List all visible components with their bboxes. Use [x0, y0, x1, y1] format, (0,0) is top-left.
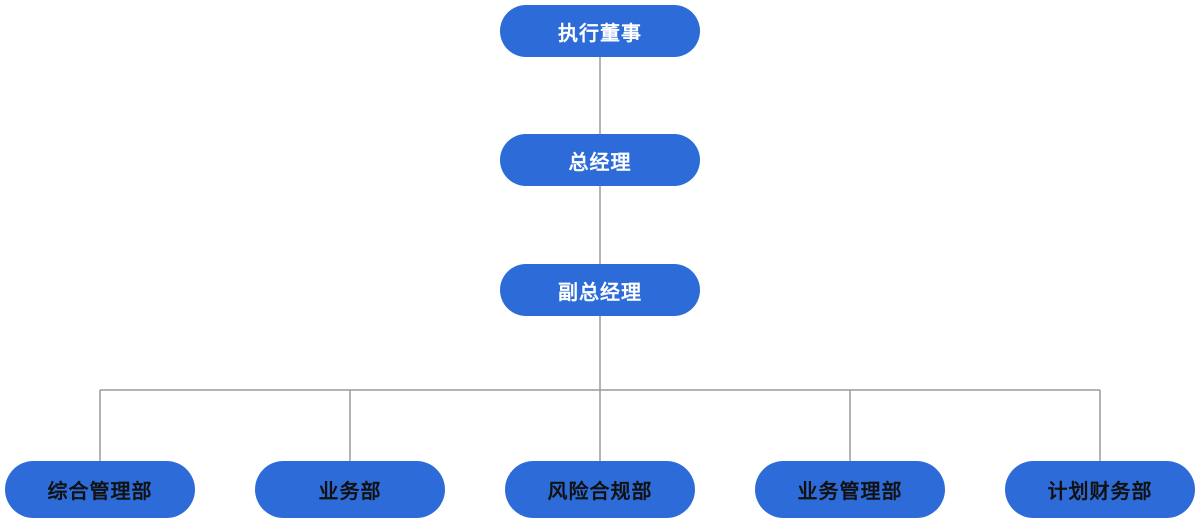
org-node-planning-finance-dept[interactable]: 计划财务部	[1005, 461, 1195, 518]
org-node-label: 风险合规部	[547, 481, 653, 503]
org-node-general-admin-dept[interactable]: 综合管理部	[5, 461, 195, 518]
org-node-label: 业务管理部	[797, 481, 903, 503]
org-node-business-management-dept[interactable]: 业务管理部	[755, 461, 945, 518]
org-node-label: 综合管理部	[47, 481, 153, 503]
org-node-executive-director[interactable]: 执行董事	[500, 5, 700, 57]
org-node-label: 副总经理	[558, 281, 642, 304]
org-node-label: 总经理	[568, 151, 632, 174]
org-node-general-manager[interactable]: 总经理	[500, 134, 700, 186]
org-node-deputy-general-manager[interactable]: 副总经理	[500, 264, 700, 316]
org-node-label: 执行董事	[558, 22, 642, 45]
org-node-label: 计划财务部	[1047, 481, 1153, 503]
org-node-label: 业务部	[318, 481, 382, 503]
org-node-business-dept[interactable]: 业务部	[255, 461, 445, 518]
org-node-risk-compliance-dept[interactable]: 风险合规部	[505, 461, 695, 518]
